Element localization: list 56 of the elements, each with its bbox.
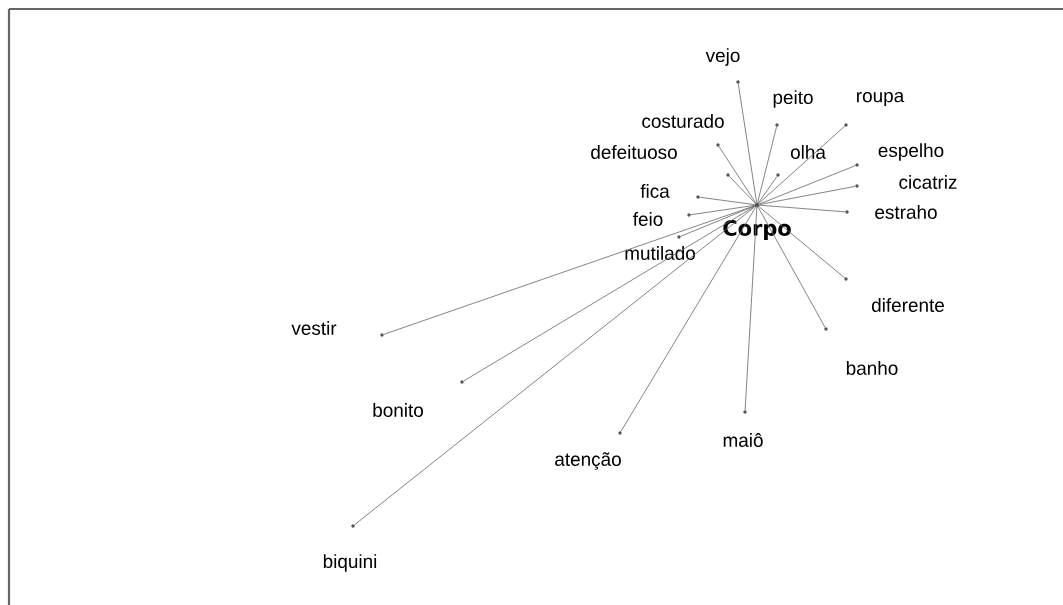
node-label: peito (773, 90, 813, 108)
connector-line (759, 185, 856, 205)
node-label: mutilado (625, 246, 695, 260)
word-node: olha (776, 145, 826, 177)
word-node: bonito (373, 380, 464, 417)
node-label: cicatriz (899, 175, 957, 189)
connector-line (759, 165, 856, 205)
connector-line (758, 176, 778, 204)
word-node: maiô (723, 410, 763, 447)
node-label: feio (633, 212, 663, 226)
word-node: feio (633, 212, 691, 226)
word-node: estraho (845, 205, 937, 219)
connector-line (383, 205, 755, 335)
word-node: cicatriz (855, 175, 957, 189)
node-label: fica (640, 184, 670, 198)
connector-line (728, 175, 756, 204)
word-node: diferente (844, 277, 944, 312)
node-label: defeituoso (591, 145, 677, 159)
node-label: olha (790, 145, 826, 159)
node-label: costurado (642, 114, 724, 128)
connector-line (758, 125, 846, 204)
node-label: vestir (291, 321, 337, 335)
node-label: biquini (323, 554, 377, 572)
word-node: roupa (844, 91, 905, 127)
connector-line (757, 126, 777, 203)
word-node: espelho (855, 143, 944, 167)
connector-line (758, 206, 845, 279)
hub-word: Corpo (723, 202, 791, 240)
word-node: mutilado (625, 235, 695, 260)
node-label: vejo (705, 48, 740, 66)
word-node: banho (824, 327, 898, 375)
word-node: peito (773, 90, 813, 127)
node-label: maiô (723, 433, 763, 447)
connector-line (690, 205, 755, 216)
node-label: banho (846, 361, 898, 375)
word-node: biquini (323, 524, 377, 572)
node-label: estraho (875, 205, 937, 219)
word-node: atenção (555, 431, 622, 470)
connector-line (699, 196, 755, 206)
connector-line (744, 207, 758, 411)
word-node: vestir (291, 321, 384, 337)
word-node: fica (640, 184, 700, 199)
node-label: atenção (555, 452, 621, 470)
connector-line (463, 206, 756, 382)
connector-line (620, 206, 756, 432)
node-label: bonito (373, 403, 423, 417)
node-label: diferente (871, 298, 944, 312)
connector-line (737, 83, 757, 203)
connector-line (759, 204, 846, 213)
word-node: defeituoso (591, 143, 720, 159)
connector-line (354, 206, 756, 526)
node-label: roupa (857, 91, 905, 107)
node-label: espelho (878, 143, 944, 161)
connector-line (757, 206, 826, 328)
word-node: vejo (705, 48, 740, 84)
connector-line (718, 146, 756, 204)
